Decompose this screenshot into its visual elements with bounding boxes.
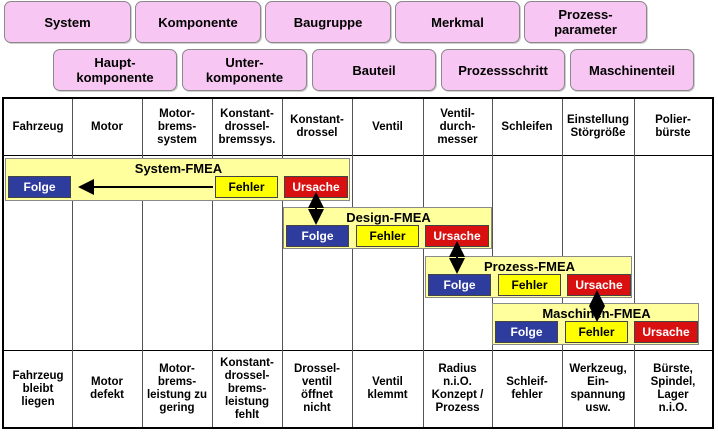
- level-label-baugruppe: Baugruppe: [265, 1, 391, 43]
- level-label-merkmal: Merkmal: [395, 1, 520, 43]
- maschinen-fmea-ursache: Ursache: [634, 321, 698, 343]
- system-fmea-folge: Folge: [8, 176, 71, 198]
- level-label-komponente: Komponente: [135, 1, 261, 43]
- design-fmea-fehler: Fehler: [356, 225, 419, 247]
- footer-cell-schleiffehler: Schleif- fehler: [506, 376, 548, 401]
- footer-cell-fahrzeug-bleibt-liegen: Fahrzeug bleibt liegen: [12, 369, 64, 408]
- prozess-fmea-folge: Folge: [428, 274, 491, 296]
- footer-cell-werkzeug: Werkzeug, Ein- spannung usw.: [569, 363, 627, 414]
- level-label-maschinenteil: Maschinenteil: [570, 49, 694, 91]
- grid-column-divider: [634, 99, 635, 427]
- header-cell-einstellung-stoergroesse: Einstellung Störgröße: [567, 114, 629, 139]
- footer-cell-radius: Radius n.i.O. Konzept / Prozess: [431, 363, 484, 414]
- grid-column-divider: [423, 99, 424, 427]
- footer-cell-bremsleistung-fehlt: Konstant- drossel- brems- leistung fehlt: [220, 356, 274, 421]
- header-cell-motor: Motor: [91, 120, 123, 133]
- footer-cell-drosselventil: Drossel- ventil öffnet nicht: [293, 363, 341, 414]
- level-label-prozessparameter: Prozess- parameter: [524, 1, 647, 43]
- prozess-fmea-fehler: Fehler: [498, 274, 561, 296]
- header-cell-fahrzeug: Fahrzeug: [12, 120, 64, 133]
- grid-divider-header: [4, 155, 712, 156]
- grid-column-divider: [352, 99, 353, 427]
- footer-cell-ventil-klemmt: Ventil klemmt: [367, 376, 408, 401]
- maschinen-fmea-fehler: Fehler: [565, 321, 628, 343]
- grid-divider-footer: [4, 350, 712, 351]
- level-label-bauteil: Bauteil: [312, 49, 436, 91]
- header-cell-ventildurchmesser: Ventil- durch- messer: [437, 107, 478, 146]
- footer-cell-motorbremsleistung: Motor- brems- leistung zu gering: [146, 363, 208, 414]
- system-fmea-ursache: Ursache: [284, 176, 348, 198]
- grid-column-divider: [212, 99, 213, 427]
- header-cell-schleifen: Schleifen: [501, 120, 553, 133]
- header-cell-ventil: Ventil: [372, 120, 403, 133]
- level-label-system: System: [4, 1, 131, 43]
- design-fmea-ursache: Ursache: [425, 225, 489, 247]
- level-label-prozessschritt: Prozessschritt: [441, 49, 565, 91]
- design-fmea-folge: Folge: [286, 225, 349, 247]
- footer-cell-motor-defekt: Motor defekt: [90, 376, 124, 401]
- system-fmea-title: System-FMEA: [134, 161, 223, 176]
- prozess-fmea-title: Prozess-FMEA: [483, 259, 576, 274]
- header-cell-konstantdrosselbremssys: Konstant- drossel- bremssys.: [218, 107, 276, 146]
- system-fmea-fehler: Fehler: [215, 176, 278, 198]
- design-fmea-title: Design-FMEA: [346, 210, 431, 225]
- header-cell-konstantdrossel: Konstant- drossel: [290, 114, 344, 139]
- grid-column-divider: [72, 99, 73, 427]
- footer-cell-buerste: Bürste, Spindel, Lager n.i.O.: [650, 363, 696, 414]
- grid-column-divider: [282, 99, 283, 427]
- maschinen-fmea-folge: Folge: [495, 321, 558, 343]
- header-cell-polierbuerste: Polier- bürste: [655, 114, 691, 139]
- level-label-hauptkomponente: Haupt- komponente: [53, 49, 177, 91]
- header-cell-motorbremssystem: Motor- brems- system: [157, 107, 197, 146]
- grid-column-divider: [142, 99, 143, 427]
- level-label-unterkomponente: Unter- komponente: [182, 49, 307, 91]
